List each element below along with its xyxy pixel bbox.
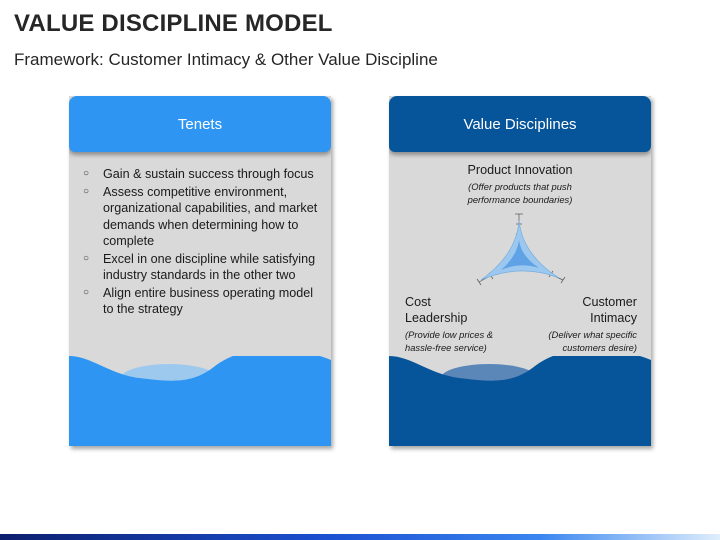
tenet-text: Assess competitive environment, organiza…	[103, 184, 318, 249]
tenet-item: ○ Assess competitive environment, organiz…	[83, 184, 319, 250]
customer-intimacy-label-line: Intimacy	[590, 311, 637, 325]
circle-bullet-icon: ○	[83, 185, 90, 197]
customer-intimacy-desc-line: (Deliver what specific	[548, 329, 637, 340]
tenet-item: ○ Align entire business operating model t…	[83, 285, 319, 318]
tenet-text: Align entire business operating model to…	[103, 285, 314, 317]
product-innovation-label: Product Innovation	[467, 163, 573, 177]
tenet-text: Excel in one discipline while satisfying…	[103, 251, 316, 283]
decorative-wave	[389, 356, 651, 446]
circle-bullet-icon: ○	[83, 168, 90, 179]
customer-intimacy-block: Customer Intimacy (Deliver what specific…	[507, 294, 637, 354]
cost-leadership-desc-line: hassle-free service)	[405, 342, 487, 353]
product-innovation-desc-line: performance boundaries)	[467, 194, 573, 205]
customer-intimacy-label-line: Customer	[582, 295, 637, 309]
product-innovation-block: Product Innovation (Offer products that …	[389, 162, 651, 206]
customer-intimacy-desc-line: customers desire)	[562, 342, 637, 353]
customer-intimacy-description: (Deliver what specific customers desire)	[507, 328, 637, 354]
tenet-text: Gain & sustain success through focus	[103, 167, 314, 181]
tenet-item: ○ Excel in one discipline while satisfyin…	[83, 251, 319, 284]
cost-leadership-label-line: Leadership	[405, 311, 468, 325]
cost-leadership-block: Cost Leadership (Provide low prices & ha…	[405, 294, 525, 354]
cost-leadership-description: (Provide low prices & hassle-free servic…	[405, 328, 525, 354]
cost-leadership-label-line: Cost	[405, 295, 431, 309]
customer-intimacy-label: Customer Intimacy	[507, 294, 637, 326]
cost-leadership-label: Cost Leadership	[405, 294, 525, 326]
tenets-header: Tenets	[69, 96, 331, 152]
page-subtitle: Framework: Customer Intimacy & Other Val…	[14, 50, 438, 69]
product-innovation-desc-line: (Offer products that push	[468, 181, 572, 192]
tenets-list: ○ Gain & sustain success through focus ○ A…	[83, 166, 319, 319]
cost-leadership-desc-line: (Provide low prices &	[405, 329, 494, 340]
tenet-item: ○ Gain & sustain success through focus	[83, 166, 319, 183]
circle-bullet-icon: ○	[83, 252, 90, 264]
bottom-accent-bar	[0, 534, 720, 540]
value-discipline-star-diagram	[476, 213, 566, 286]
value-disciplines-header-label: Value Disciplines	[463, 115, 577, 133]
value-disciplines-header: Value Disciplines	[389, 96, 651, 152]
tenets-card: Tenets ○ Gain & sustain success through f…	[69, 96, 331, 446]
page-title: VALUE DISCIPLINE MODEL	[14, 10, 333, 37]
circle-bullet-icon: ○	[83, 286, 90, 298]
value-disciplines-card: Value Disciplines Product Innovation (Of…	[389, 96, 651, 446]
tenets-header-label: Tenets	[177, 115, 223, 133]
decorative-wave	[69, 356, 331, 446]
product-innovation-description: (Offer products that push performance bo…	[389, 180, 651, 206]
